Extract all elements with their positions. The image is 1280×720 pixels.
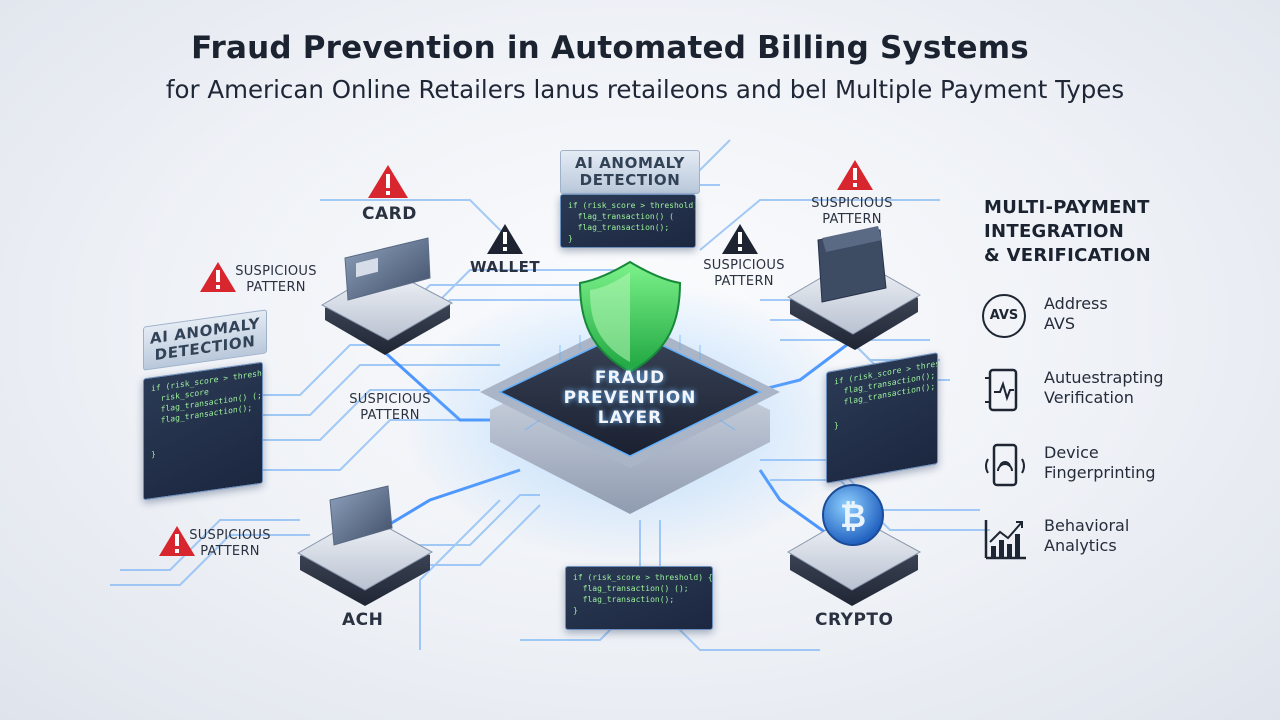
alert-line1: SUSPICIOUS xyxy=(235,264,317,279)
warning-icon-top-right xyxy=(837,160,873,190)
shield-icon xyxy=(578,260,682,374)
phone-verification-icon xyxy=(985,368,1018,412)
alert-line2: PATTERN xyxy=(714,274,774,289)
suspicious-pattern-bottom-left: SUSPICIOUS PATTERN xyxy=(180,528,280,560)
wallet-platform xyxy=(786,226,922,350)
feature-line1: Address xyxy=(1044,294,1108,313)
ai-line1: AI ANOMALY xyxy=(575,154,685,172)
suspicious-pattern-middle: SUSPICIOUS PATTERN xyxy=(340,392,440,424)
code-snippet-left: if (risk_score > threshold) risk_score f… xyxy=(143,361,263,501)
device-fingerprint-icon xyxy=(985,443,1025,487)
alert-line1: SUSPICIOUS xyxy=(349,392,431,407)
center-label-line2: PREVENTION xyxy=(563,388,697,408)
feature-device-fingerprinting: Device Fingerprinting xyxy=(982,443,1272,493)
suspicious-pattern-wallet: SUSPICIOUS PATTERN xyxy=(694,258,794,290)
avs-badge-icon: AVS xyxy=(982,294,1026,338)
alert-line1: SUSPICIOUS xyxy=(811,196,893,211)
ach-label: ACH xyxy=(342,610,384,630)
card-platform xyxy=(320,237,454,355)
crypto-platform: ₿ xyxy=(787,484,922,606)
feature-line2: Verification xyxy=(1044,388,1134,407)
center-label-line3: LAYER xyxy=(597,408,663,428)
warning-icon-left xyxy=(200,262,236,292)
center-label-line1: FRAUD xyxy=(594,368,666,388)
wallet-label: WALLET xyxy=(470,258,541,276)
feature-line2: Fingerprinting xyxy=(1044,463,1156,482)
warning-icon-wallet-right xyxy=(722,224,758,254)
code-snippet-right: if (risk_score > threshold) flag_transac… xyxy=(826,352,938,484)
ach-platform xyxy=(296,485,434,606)
sidebar-title-line2: INTEGRATION xyxy=(984,221,1125,242)
code-snippet-bottom: if (risk_score > threshold) { flag_trans… xyxy=(565,566,713,630)
ai-line2: DETECTION xyxy=(579,171,681,189)
alert-line2: PATTERN xyxy=(246,280,306,295)
page-subtitle: for American Online Retailers lanus reta… xyxy=(165,75,1125,104)
center-label: FRAUD PREVENTION LAYER xyxy=(555,368,705,428)
alert-line2: PATTERN xyxy=(822,212,882,227)
alert-line2: PATTERN xyxy=(360,408,420,423)
feature-line1: Autuestrapting xyxy=(1044,368,1164,387)
fraud-prevention-chip xyxy=(480,318,780,514)
feature-line1: Device xyxy=(1044,443,1099,462)
page-title: Fraud Prevention in Automated Billing Sy… xyxy=(191,30,1029,66)
sidebar-title-line1: MULTI-PAYMENT xyxy=(984,197,1150,218)
warning-icon-wallet xyxy=(487,224,523,254)
alert-line1: SUSPICIOUS xyxy=(703,258,785,273)
warning-icon-card xyxy=(368,165,408,198)
card-label: CARD xyxy=(362,204,417,224)
code-snippet-top: if (risk_score > threshold) flag_transac… xyxy=(560,194,696,248)
feature-line2: AVS xyxy=(1044,314,1076,333)
alert-line1: SUSPICIOUS xyxy=(189,528,271,543)
warning-icon-bottom-left xyxy=(159,526,195,556)
feature-line1: Behavioral xyxy=(1044,516,1130,535)
suspicious-pattern-left: SUSPICIOUS PATTERN xyxy=(226,264,326,296)
ai-anomaly-detection-top: AI ANOMALY DETECTION xyxy=(560,150,700,194)
bar-chart-trend-icon xyxy=(984,520,1026,560)
feature-verification: Autuestrapting Verification xyxy=(982,368,1272,418)
crypto-label: CRYPTO xyxy=(815,610,894,630)
feature-line2: Analytics xyxy=(1044,536,1117,555)
suspicious-pattern-top-right: SUSPICIOUS PATTERN xyxy=(802,196,902,228)
sidebar-title: MULTI-PAYMENT INTEGRATION & VERIFICATION xyxy=(984,196,1151,268)
feature-behavioral-analytics: Behavioral Analytics xyxy=(982,516,1272,566)
sidebar-title-line3: & VERIFICATION xyxy=(984,245,1152,266)
feature-address-avs: AVS Address AVS xyxy=(982,294,1272,344)
alert-line2: PATTERN xyxy=(200,544,260,559)
bitcoin-symbol: ₿ xyxy=(840,497,866,535)
